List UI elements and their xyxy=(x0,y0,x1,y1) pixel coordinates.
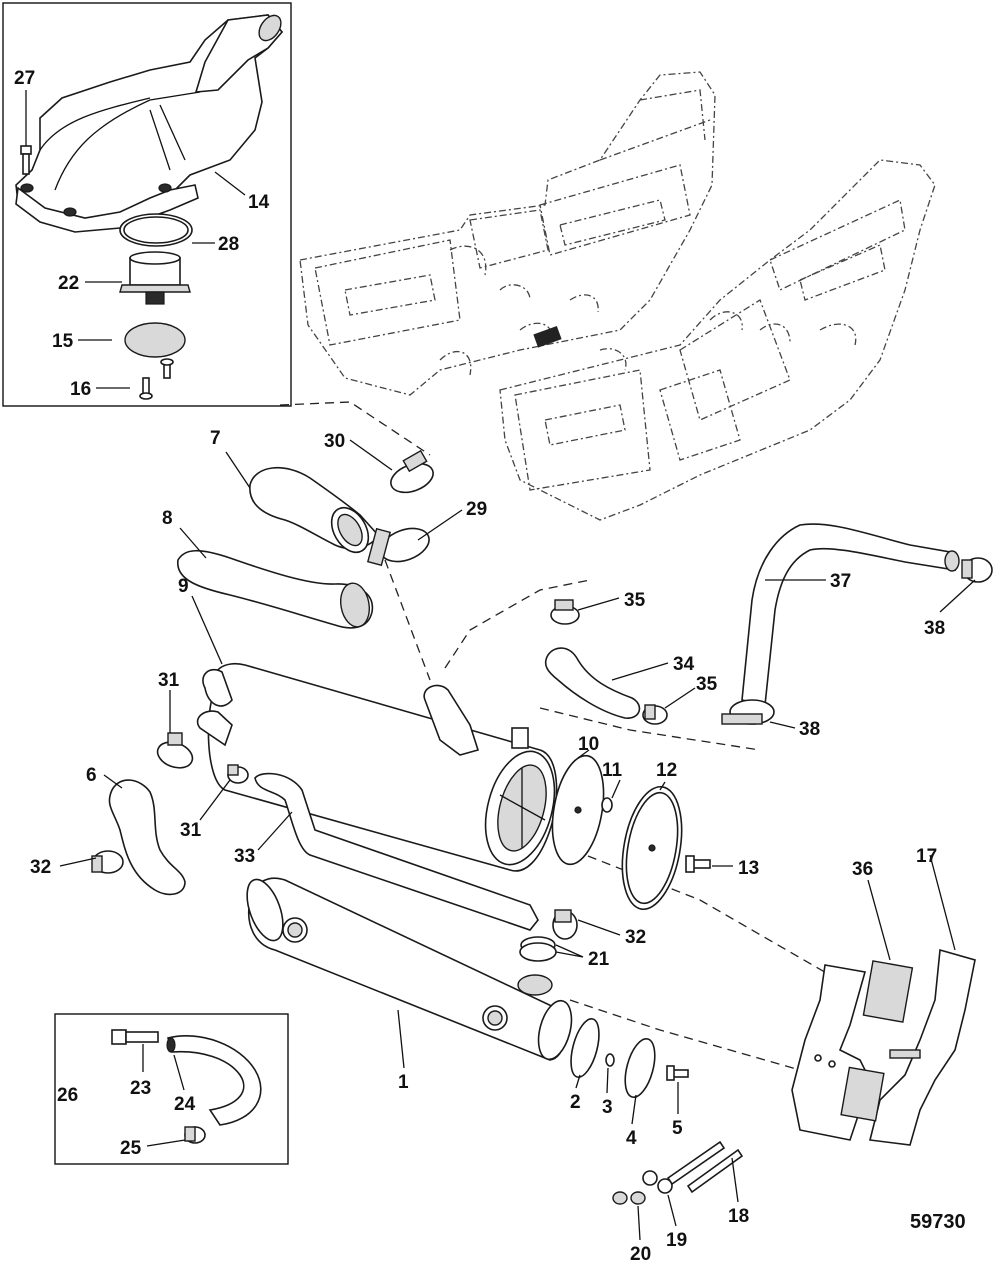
callout-32a: 32 xyxy=(30,857,51,878)
callout-35a: 35 xyxy=(624,590,646,611)
part-27-bolt xyxy=(20,145,32,175)
callout-7: 7 xyxy=(210,428,221,449)
part-35-clamp-lower xyxy=(642,704,668,725)
callout-26: 26 xyxy=(57,1085,78,1106)
callout-22: 22 xyxy=(58,273,79,294)
callout-8: 8 xyxy=(162,508,173,529)
part-14-thermostat-housing xyxy=(15,14,284,233)
callout-5: 5 xyxy=(672,1118,683,1139)
part-37-hose xyxy=(741,523,960,706)
part-38-clamp-right xyxy=(961,557,993,583)
callout-33: 33 xyxy=(234,846,255,867)
callout-28: 28 xyxy=(218,234,239,255)
ghost-manifold-right xyxy=(499,159,936,521)
part-22-thermostat xyxy=(119,251,191,305)
part-34-hose xyxy=(544,647,641,719)
callout-37: 37 xyxy=(830,571,851,592)
part-24-hose xyxy=(166,1035,262,1126)
callout-6: 6 xyxy=(86,765,97,786)
part-6-hose xyxy=(108,779,186,896)
part-20-nuts xyxy=(612,1191,646,1205)
part-25-clamp xyxy=(184,1126,206,1144)
callout-1: 1 xyxy=(398,1072,409,1093)
part-15-plate xyxy=(124,322,186,358)
leader-lines xyxy=(25,90,976,1241)
part-13-screw xyxy=(685,855,711,873)
part-35-clamp-upper xyxy=(550,599,580,625)
part-29-clamp xyxy=(366,527,430,567)
callout-23: 23 xyxy=(130,1078,151,1099)
part-32-clamp-right xyxy=(552,909,578,940)
callout-12: 12 xyxy=(656,760,677,781)
part-7-hose xyxy=(249,466,379,554)
part-18-studs xyxy=(666,1140,744,1194)
callout-11: 11 xyxy=(602,760,623,781)
callout-31b: 31 xyxy=(180,820,202,841)
part-31-clamp-lower xyxy=(227,764,249,784)
callout-35b: 35 xyxy=(696,674,718,695)
part-30-clamp xyxy=(390,449,434,494)
part-21-o-rings xyxy=(519,936,557,962)
callout-19: 19 xyxy=(666,1230,687,1251)
callout-16: 16 xyxy=(70,379,91,400)
part-5-screw xyxy=(666,1065,689,1081)
callout-20: 20 xyxy=(630,1244,651,1263)
part-31-clamp-upper xyxy=(156,732,194,769)
part-16-screws xyxy=(139,358,174,400)
callout-17: 17 xyxy=(916,846,937,867)
callout-24: 24 xyxy=(174,1094,196,1115)
callout-3: 3 xyxy=(602,1097,613,1118)
callout-32b: 32 xyxy=(625,927,646,948)
callout-13: 13 xyxy=(738,858,759,879)
callout-25: 25 xyxy=(120,1138,142,1159)
alignment-lines xyxy=(279,401,831,1071)
callout-38b: 38 xyxy=(799,719,820,740)
part-4-end-cap xyxy=(624,1038,656,1098)
callout-10: 10 xyxy=(578,734,599,755)
callout-4: 4 xyxy=(626,1128,637,1149)
callout-labels: 27 14 28 22 15 16 7 30 29 8 9 35 37 38 3… xyxy=(14,68,966,1263)
callout-21: 21 xyxy=(588,949,610,970)
callout-31a: 31 xyxy=(158,670,180,691)
part-32-clamp-left xyxy=(91,850,124,874)
part-9-heat-exchanger xyxy=(196,663,558,872)
part-11-washer xyxy=(601,797,613,813)
callout-30: 30 xyxy=(324,431,345,452)
callout-2: 2 xyxy=(570,1092,581,1113)
callout-38a: 38 xyxy=(924,618,945,639)
part-2-gasket xyxy=(570,1018,600,1078)
callout-27: 27 xyxy=(14,68,35,89)
callout-14: 14 xyxy=(248,192,270,213)
part-8-hose xyxy=(177,549,374,629)
part-23-fitting xyxy=(111,1029,159,1045)
part-19-washers xyxy=(642,1170,673,1194)
callout-36: 36 xyxy=(852,859,873,880)
part-33-hose xyxy=(254,772,539,931)
ghost-manifold-left xyxy=(299,71,716,396)
part-38-clamp-lower xyxy=(721,699,775,725)
figure-number: 59730 xyxy=(910,1211,966,1233)
callout-18: 18 xyxy=(728,1206,749,1227)
part-17-36-bracket xyxy=(791,948,976,1146)
callout-15: 15 xyxy=(52,331,74,352)
part-1-cooler xyxy=(246,877,573,1061)
callout-9: 9 xyxy=(178,576,189,597)
part-3-washer xyxy=(605,1053,615,1067)
inset-box-hose-kit xyxy=(54,1013,289,1165)
callout-29: 29 xyxy=(466,499,487,520)
callout-34: 34 xyxy=(673,654,695,675)
inset-box-thermostat xyxy=(2,2,292,407)
